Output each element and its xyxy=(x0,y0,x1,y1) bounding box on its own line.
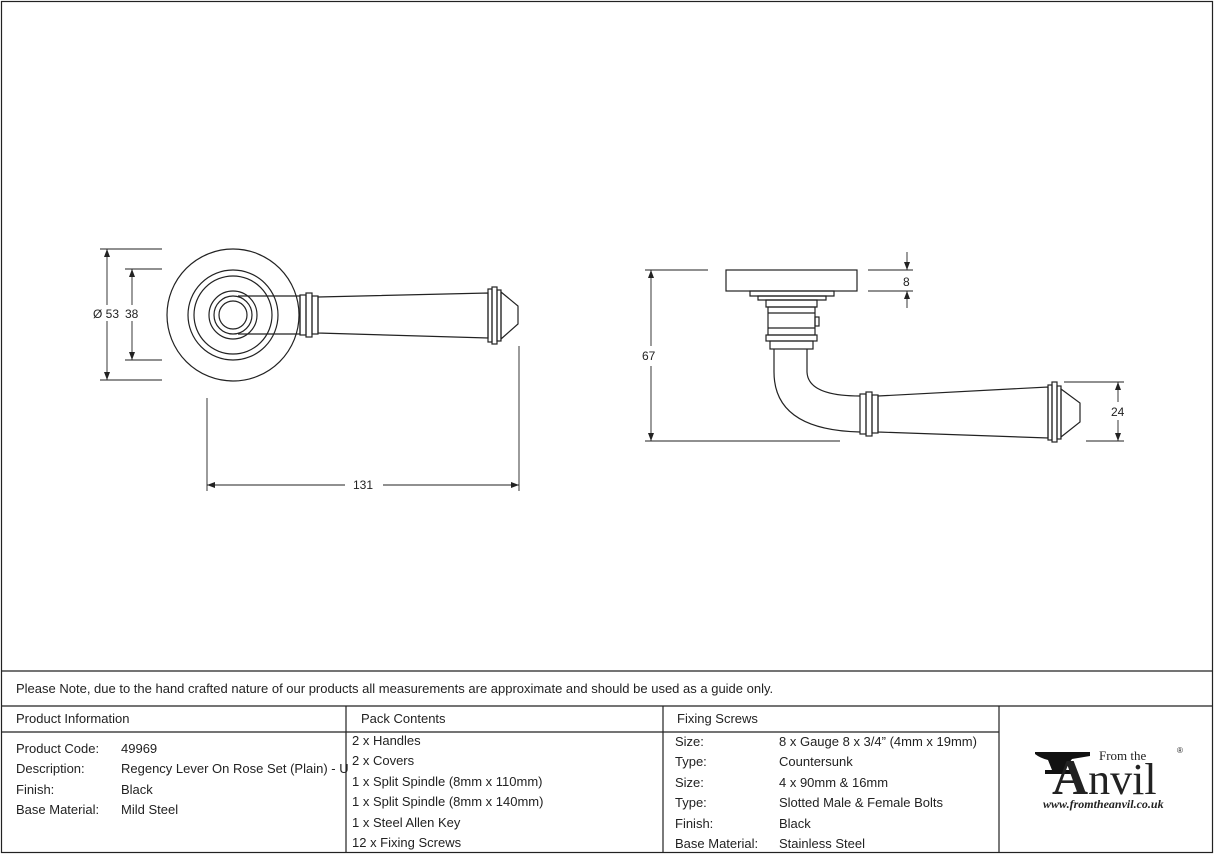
screw-label: Type: xyxy=(675,795,707,811)
collar xyxy=(765,299,818,308)
info-value: Black xyxy=(121,781,153,797)
screw-label: Size: xyxy=(675,774,704,790)
screw-value: 8 x Gauge 8 x 3/4” (4mm x 19mm) xyxy=(779,734,977,749)
screw-label: Type: xyxy=(675,754,707,770)
fixing-screws-table: Size: 8 x Gauge 8 x 3/4” (4mm x 19mm) Typ… xyxy=(675,732,977,854)
logo-from-the: From the xyxy=(1099,748,1147,763)
product-information-heading: Product Information xyxy=(16,711,130,726)
dim-rose-diameter: Ø 53 xyxy=(93,307,119,321)
side-view xyxy=(725,269,1081,443)
logo-url: www.fromtheanvil.co.uk xyxy=(1043,797,1164,811)
dim-lever-length: 131 xyxy=(353,478,373,492)
shank-outer xyxy=(773,349,861,433)
product-information-table: Product Code: 49969 Description: Regency L… xyxy=(16,739,349,821)
screw-label: Size: xyxy=(675,734,704,749)
screw-row: Type: Countersunk xyxy=(675,752,977,772)
list-item: 2 x Covers xyxy=(352,753,415,769)
fixing-screws-heading: Fixing Screws xyxy=(677,711,758,726)
screw-value: Stainless Steel xyxy=(779,835,865,851)
dim-rose-inner: 38 xyxy=(125,307,139,321)
screw-value: Black xyxy=(779,815,811,831)
screw-value: 4 x 90mm & 16mm xyxy=(779,774,889,790)
side-view-dimensions xyxy=(645,252,1124,442)
screw-row: Size: 8 x Gauge 8 x 3/4” (4mm x 19mm) xyxy=(675,732,977,752)
pack-contents-list: 2 x Handles 2 x Covers 1 x Split Spindle… xyxy=(352,731,543,853)
screw-row: Base Material: Stainless Steel xyxy=(675,834,977,854)
pack-contents-heading: Pack Contents xyxy=(361,711,446,726)
anvil-icon xyxy=(1035,752,1090,774)
info-value: Mild Steel xyxy=(121,802,179,818)
boss-outer xyxy=(208,290,258,340)
logo-a: A xyxy=(1052,749,1089,805)
info-row: Description: Regency Lever On Rose Set (P… xyxy=(16,759,349,779)
info-row: Product Code: 49969 xyxy=(16,739,349,759)
screw-label: Finish: xyxy=(675,815,714,831)
measurement-note: Please Note, due to the hand crafted nat… xyxy=(16,681,774,696)
front-view-dimensions xyxy=(100,248,520,491)
info-table-lines xyxy=(1,670,1213,852)
info-row: Base Material: Mild Steel xyxy=(16,800,349,820)
front-view xyxy=(166,248,519,382)
screw-value: Countersunk xyxy=(779,754,853,770)
dim-projection: 67 xyxy=(642,349,656,363)
screw-row: Type: Slotted Male & Female Bolts xyxy=(675,793,977,813)
logo-wordmark: Anvil xyxy=(1052,752,1157,805)
rose-inner xyxy=(187,269,279,361)
list-item: 1 x Split Spindle (8mm x 140mm) xyxy=(352,794,544,810)
shank-inner xyxy=(806,349,861,397)
screw-row: Finish: Black xyxy=(675,814,977,834)
screw-row: Size: 4 x 90mm & 16mm xyxy=(675,773,977,793)
rose-outer xyxy=(166,248,300,382)
list-item: 12 x Fixing Screws xyxy=(352,834,462,850)
info-label: Description: xyxy=(16,761,85,777)
list-item: 2 x Handles xyxy=(352,733,421,748)
info-label: Base Material: xyxy=(16,802,100,818)
info-label: Product Code: xyxy=(16,741,100,756)
screw-value: Slotted Male & Female Bolts xyxy=(779,795,944,811)
info-value: Regency Lever On Rose Set (Plain) - U xyxy=(121,761,349,777)
lever-body xyxy=(317,292,489,339)
screw-label: Base Material: xyxy=(675,835,759,851)
dim-rose-thickness: 8 xyxy=(903,275,910,289)
list-item: 1 x Split Spindle (8mm x 110mm) xyxy=(352,773,543,789)
info-value: 49969 xyxy=(121,741,158,756)
rose-plate xyxy=(725,269,858,292)
lever-tip xyxy=(500,290,519,341)
logo-nvil: nvil xyxy=(1088,755,1157,804)
info-row: Finish: Black xyxy=(16,780,349,800)
info-label: Finish: xyxy=(16,781,55,797)
side-lever-body xyxy=(877,386,1049,439)
logo-registered-mark: ® xyxy=(1177,746,1183,755)
list-item: 1 x Steel Allen Key xyxy=(352,814,461,830)
side-lever-tip xyxy=(1060,387,1081,439)
dim-lever-end: 24 xyxy=(1111,405,1125,419)
